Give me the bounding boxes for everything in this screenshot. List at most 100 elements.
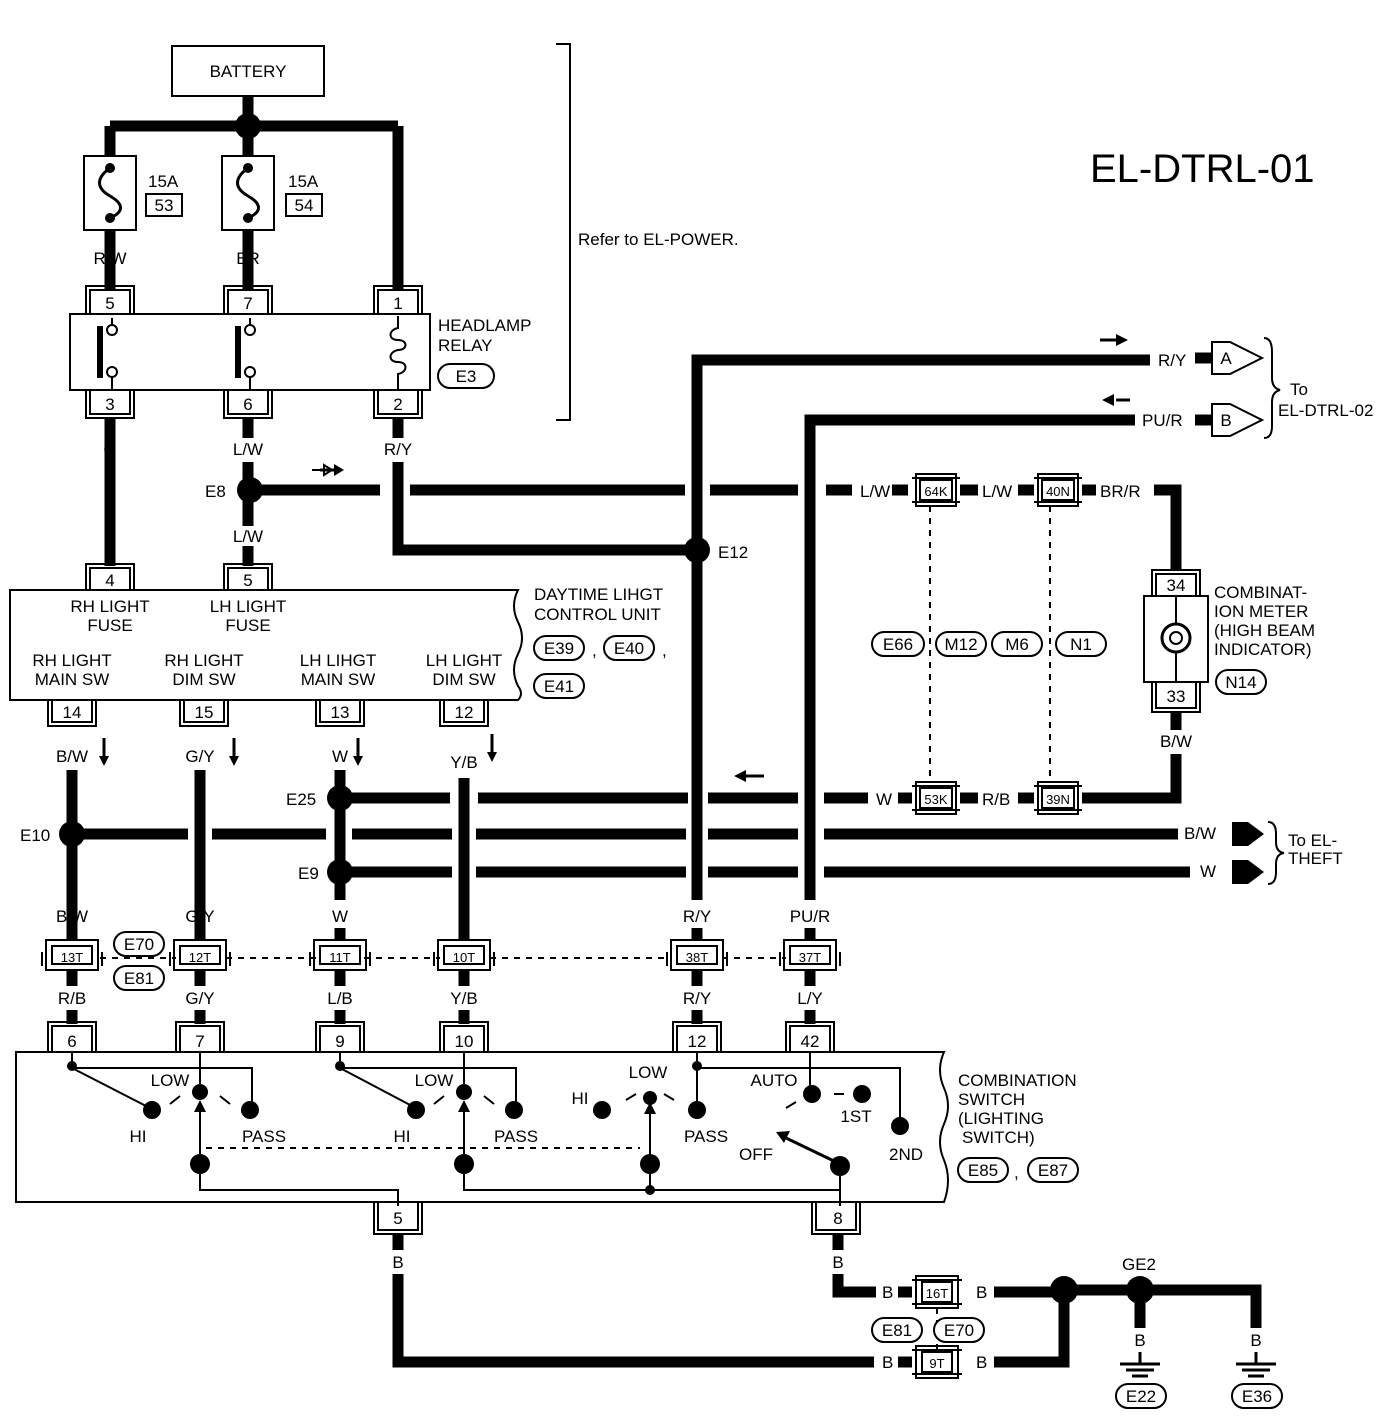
wire-label-b-pin5: B (392, 1253, 403, 1272)
svg-text:,: , (662, 641, 667, 660)
connector-11t-label: 11T (329, 950, 350, 965)
control-unit-pin-15: 15 (195, 703, 214, 722)
connector-m6: M6 (1005, 635, 1029, 654)
connector-e81-top: E81 (124, 969, 154, 988)
wire-label-gy-2: G/Y (185, 907, 214, 926)
connector-b-label: B (1220, 411, 1231, 430)
connector-11t: 11T (309, 939, 371, 971)
connector-12t: 12T (169, 939, 231, 971)
wire-label-rw: R/W (93, 249, 126, 268)
connector-38t: 38T (666, 939, 728, 971)
wire-label-w-1: W (332, 747, 348, 766)
to-eltheft-line2: THEFT (1288, 849, 1343, 868)
auto-label: AUTO (751, 1071, 798, 1090)
splice-e25 (327, 785, 353, 811)
wire-label-b-9t-right: B (976, 1353, 987, 1372)
meter-connector: N14 (1225, 673, 1256, 692)
wire-label-yb-3: Y/B (450, 989, 477, 1008)
rh-light-dim-2: DIM SW (172, 670, 235, 689)
wire-label-bw-1: B/W (56, 747, 88, 766)
refer-note: Refer to EL-POWER. (578, 230, 739, 249)
splice-e9-label: E9 (298, 864, 319, 883)
connector-13t: 13T (41, 939, 103, 971)
wire-label-rb-meter: R/B (982, 790, 1010, 809)
relay-pin-3: 3 (105, 395, 114, 414)
wire-label-br: BR (236, 249, 260, 268)
control-unit-pin-13: 13 (331, 703, 350, 722)
ground-e22: E22 (1115, 1352, 1167, 1409)
switch-title-3: (LIGHTING (958, 1109, 1044, 1128)
battery-box (171, 45, 325, 97)
switch-pin-12: 12 (688, 1032, 707, 1051)
rh-light-dim-1: RH LIGHT (164, 651, 243, 670)
wire-label-ry-2: R/Y (683, 907, 711, 926)
relay-pin-7: 7 (243, 294, 252, 313)
wire-label-b-e36: B (1250, 1331, 1261, 1350)
wire-label-bw-2: B/W (56, 907, 88, 926)
control-unit-title-2: CONTROL UNIT (534, 605, 661, 624)
lh-light-main-1: LH LIHGT (300, 651, 377, 670)
rh-light-fuse-1: RH LIGHT (70, 597, 149, 616)
relay-connector: E3 (456, 367, 477, 386)
switch-pin-6: 6 (67, 1032, 76, 1051)
arrow-theft-w (1232, 860, 1264, 884)
connector-16t-label: 16T (926, 1286, 948, 1301)
wire-label-ry-3: R/Y (683, 989, 711, 1008)
switch-connector-e85: E85 (968, 1161, 998, 1180)
lh-light-dim-1: LH LIGHT (426, 651, 503, 670)
wire-label-gy-1: G/Y (185, 747, 214, 766)
connector-9t-label: 9T (929, 1356, 944, 1371)
combination-meter: 34 33 COMBINAT- ION METER (HIGH BEAM IND… (1143, 569, 1315, 713)
switch-pin-5: 5 (393, 1209, 402, 1228)
fuse-53-amp: 15A (148, 172, 179, 191)
arrow-theft-bw (1232, 822, 1264, 846)
to-dtrl02-line2: EL-DTRL-02 (1278, 401, 1373, 420)
connector-37t: 37T (779, 939, 841, 971)
ground-wire-pin8 (832, 1234, 876, 1298)
connector-13t-label: 13T (61, 950, 83, 965)
wire-label-lb: L/B (327, 989, 353, 1008)
wire-label-lw-mid: L/W (233, 527, 263, 546)
switch-connector-e87: E87 (1038, 1161, 1068, 1180)
wire-label-g: G (103, 440, 116, 459)
switch-pin-7: 7 (195, 1032, 204, 1051)
to-eltheft-line1: To EL- (1288, 831, 1337, 850)
lh-light-main-2: MAIN SW (301, 670, 376, 689)
lh-hi-label: HI (394, 1127, 411, 1146)
wire-label-lw-top: L/W (233, 440, 263, 459)
daytime-light-control-unit: 4 5 RH LIGHT FUSE LH LIGHT FUSE RH LIGHT… (9, 563, 523, 727)
meter-name-2: ION METER (1214, 602, 1308, 621)
splice-e10 (59, 821, 85, 847)
control-unit-title-1: DAYTIME LIHGT (534, 585, 663, 604)
wire-pur-upper (804, 414, 1135, 900)
lh-low-label: LOW (415, 1071, 454, 1090)
wire-label-ry-a: R/Y (1158, 351, 1186, 370)
fuse-53: 15A 53 (83, 155, 183, 231)
wire-label-lw-meter: L/W (982, 482, 1012, 501)
connector-a-label: A (1220, 349, 1232, 368)
to-dtrl02-line1: To (1290, 380, 1308, 399)
connector-n1: N1 (1070, 635, 1092, 654)
wire-label-b-9t-left: B (882, 1353, 893, 1372)
ground-e36-label: E36 (1242, 1387, 1272, 1406)
fuse-54-amp: 15A (288, 172, 319, 191)
center-low-label: LOW (629, 1063, 668, 1082)
fuse-54: 15A 54 (221, 155, 323, 231)
ground-wire-pin5 (392, 1234, 874, 1368)
wire-label-yb-1: Y/B (450, 753, 477, 772)
switch-title-1: COMBINATION (958, 1071, 1077, 1090)
meter-name-1: COMBINAT- (1214, 583, 1307, 602)
splice-e8-label: E8 (205, 482, 226, 501)
connector-e70-top: E70 (124, 935, 154, 954)
rh-light-main-1: RH LIGHT (32, 651, 111, 670)
wire-label-rb: R/B (58, 989, 86, 1008)
splice-ge2-label: GE2 (1122, 1255, 1156, 1274)
switch-title-4: SWITCH) (962, 1128, 1035, 1147)
meter-pin-33: 33 (1167, 687, 1186, 706)
diagram-id: EL-DTRL-01 (1090, 147, 1315, 191)
connector-40n-label: 40N (1046, 484, 1070, 499)
svg-text:,: , (1014, 1163, 1019, 1182)
meter-name-3: (HIGH BEAM (1214, 621, 1315, 640)
connector-16t: 16T (912, 1275, 962, 1309)
wire-label-bw-theft: B/W (1184, 824, 1216, 843)
